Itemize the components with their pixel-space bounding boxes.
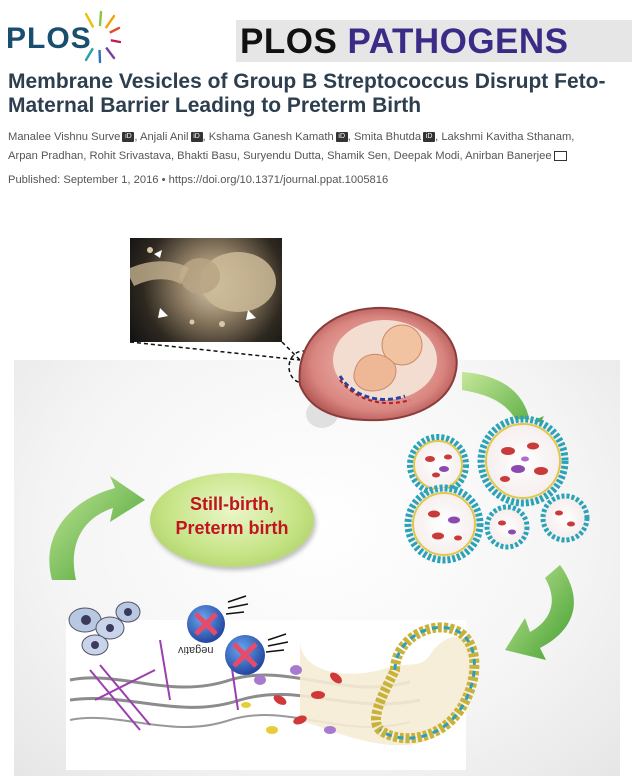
author-link[interactable]: Manalee Vishnu Surve [8, 131, 121, 143]
membrane-vesicles-illustration [404, 415, 590, 564]
article-title-line-1: Membrane Vesicles of Group B Streptococc… [8, 70, 606, 93]
separator-dot: • [161, 174, 166, 186]
outcome-preterm-birth: Preterm birth [175, 518, 289, 538]
author-link[interactable]: Shamik Sen [327, 150, 388, 162]
published-date: Published: September 1, 2016 [8, 174, 159, 186]
doi-link[interactable]: https://doi.org/10.1371/journal.ppat.100… [168, 174, 389, 186]
arrow-to-outcome-icon [49, 476, 145, 580]
author-list-line-2: Arpan Pradhan, Rohit Srivastava, Bhakti … [8, 147, 628, 166]
decidual-cells [68, 601, 141, 656]
author-link[interactable]: Suryendu Dutta [243, 150, 321, 162]
plos-logo-text: PLOS [6, 22, 92, 55]
inflammation-label: negativ [178, 644, 214, 656]
author-link[interactable]: Deepak Modi [393, 150, 460, 162]
uterus-with-fetus-illustration [298, 306, 458, 428]
sem-micrograph-image [125, 238, 282, 342]
author-link[interactable]: Rohit Srivastava [89, 150, 171, 162]
journal-banner [236, 20, 632, 62]
author-link[interactable]: Bhakti Basu [177, 150, 237, 162]
outcome-still-birth: Still-birth, [190, 494, 274, 514]
outcome-label: Still-birth, Preterm birth [150, 492, 314, 540]
article-title: Membrane Vesicles of Group B Streptococc… [8, 70, 628, 118]
article-title-line-2: Maternal Barrier Leading to Preterm Birt… [8, 94, 422, 117]
journal-name-pathogens: PATHOGENS [347, 22, 569, 61]
journal-name-plos: PLOS [240, 22, 338, 61]
graphical-abstract [49, 306, 590, 770]
author-link[interactable]: Lakshmi Kavitha Sthanam [441, 131, 572, 143]
author-link[interactable]: Arpan Pradhan [8, 150, 84, 162]
orcid-icon[interactable]: iD [335, 132, 348, 143]
plos-logo-rays-icon [84, 10, 121, 64]
protease-icon [187, 595, 249, 643]
outcome-ellipse [150, 473, 314, 567]
streptococcus-bacterium-icon [300, 622, 480, 746]
orcid-icon[interactable]: iD [423, 132, 436, 143]
author-link[interactable]: Anirban Banerjee [465, 150, 552, 162]
feto-maternal-tissue-illustration [66, 595, 480, 770]
author-link[interactable]: Smita Bhutda [353, 131, 422, 143]
author-link[interactable]: Anjali Anil [139, 131, 189, 143]
orcid-icon[interactable]: iD [190, 132, 203, 143]
magnification-lines [129, 341, 318, 384]
released-vesicle-particles [241, 665, 342, 734]
journal-name[interactable]: PLOS PATHOGENS [240, 22, 569, 62]
protease-icon [225, 633, 289, 675]
author-link[interactable]: Kshama Ganesh Kamath [208, 131, 334, 143]
publication-info: Published: September 1, 2016 • https://d… [8, 174, 388, 186]
mail-icon[interactable] [553, 151, 567, 162]
arrow-to-tissue-icon [505, 565, 574, 660]
orcid-icon[interactable]: iD [122, 132, 135, 143]
